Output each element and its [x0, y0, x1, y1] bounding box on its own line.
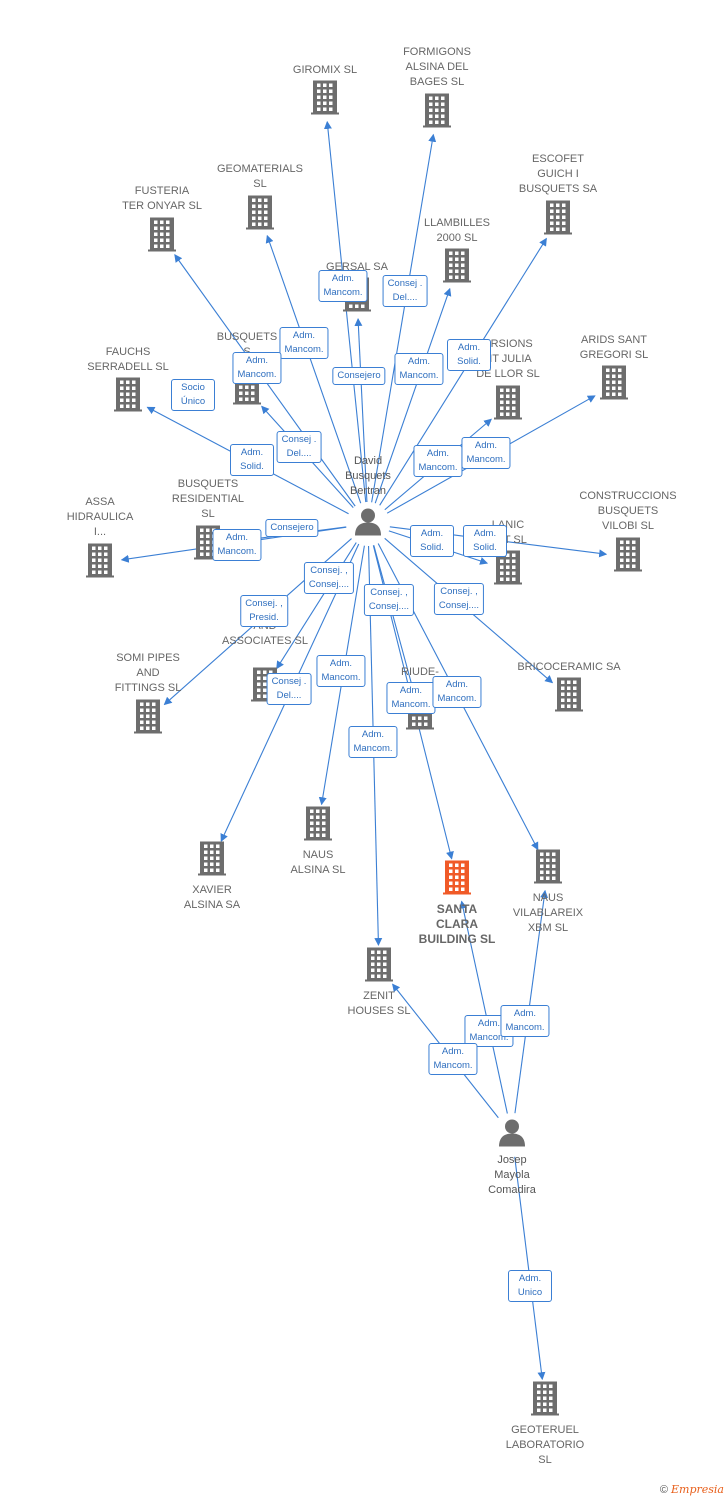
role-badge: Adm. Solid.	[447, 339, 491, 371]
company-label[interactable]: LLAMBILLES 2000 SL	[423, 217, 491, 244]
role-badge: Adm. Mancom.	[318, 270, 368, 302]
building-icon[interactable]	[114, 377, 142, 417]
person-icon[interactable]	[354, 508, 382, 541]
role-badge: Adm. Mancom.	[413, 445, 463, 477]
building-icon[interactable]	[423, 93, 451, 133]
edge-david-riude	[373, 545, 417, 695]
company-label[interactable]: BRICOCERAMIC SA	[517, 661, 621, 673]
building-icon[interactable]	[311, 80, 339, 120]
brand-logo-text[interactable]: Empresia	[671, 1483, 724, 1496]
company-label[interactable]: SOMI PIPES AND FITTINGS SL	[114, 652, 182, 694]
role-badge: Consej. , Presid.	[240, 595, 288, 627]
role-badge: Consej . Del....	[266, 673, 312, 705]
role-badge: Adm. Mancom.	[500, 1005, 550, 1037]
building-icon[interactable]	[365, 947, 393, 987]
role-badge: Adm. Mancom.	[428, 1043, 478, 1075]
role-badge: Adm. Mancom.	[348, 726, 398, 758]
person-icon[interactable]	[498, 1119, 526, 1152]
company-label[interactable]: ERSIONS NT JULIA DE LLOR SL	[476, 338, 540, 380]
role-badge: Adm. Mancom.	[212, 529, 262, 561]
role-badge: Adm. Mancom.	[279, 327, 329, 359]
company-label[interactable]: GEOMATERIALS SL	[217, 163, 303, 190]
company-label[interactable]: FUSTERIA TER ONYAR SL	[122, 185, 202, 212]
footer-credit: © Empresia	[660, 1483, 724, 1496]
role-badge: Consej. , Consej....	[433, 583, 485, 615]
building-icon[interactable]	[134, 699, 162, 739]
company-label[interactable]: ESCOFET GUICH I BUSQUETS SA	[518, 153, 598, 195]
company-label[interactable]: BUSQUETS RESIDENTIAL SL	[171, 478, 245, 520]
building-icon[interactable]	[304, 806, 332, 846]
role-badge: Adm. Solid.	[410, 525, 454, 557]
company-label[interactable]: XAVIER ALSINA SA	[183, 884, 241, 911]
person-label[interactable]: David Busquets Bertran	[345, 455, 391, 497]
role-badge: Adm. Mancom.	[461, 437, 511, 469]
edge-josep-geoteruel	[514, 1156, 546, 1381]
building-icon[interactable]	[494, 385, 522, 425]
company-label[interactable]: CONSTRUCCIONS BUSQUETS VILOBI SL	[579, 490, 677, 532]
building-icon[interactable]	[534, 849, 562, 889]
edge-david-formigons	[371, 133, 437, 503]
building-icon[interactable]	[600, 365, 628, 405]
edge-josep-santa_clara	[459, 900, 508, 1114]
edge-david-escofet	[379, 237, 547, 506]
building-icon[interactable]	[246, 195, 274, 235]
role-badge: Socio Único	[171, 379, 215, 411]
company-label[interactable]: GIROMIX SL	[292, 64, 358, 76]
building-icon[interactable]	[443, 248, 471, 288]
role-badge: Adm. Solid.	[463, 525, 507, 557]
highlighted-building-icon[interactable]	[443, 860, 471, 900]
building-icon[interactable]	[198, 841, 226, 881]
role-badge: Adm. Solid.	[230, 444, 274, 476]
role-badge: Adm. Mancom.	[432, 676, 482, 708]
role-badge: Consejero	[332, 367, 386, 385]
company-label[interactable]: RIUDE-	[401, 666, 439, 678]
copyright-symbol: ©	[659, 1484, 668, 1496]
building-icon[interactable]	[531, 1381, 559, 1421]
edge-david-llambilles	[374, 287, 452, 504]
role-badge: Adm. Mancom.	[394, 353, 444, 385]
company-label[interactable]: ZENIT HOUSES SL	[347, 990, 411, 1017]
role-badge: Adm. Mancom.	[232, 352, 282, 384]
edge-josep-naus_vila	[514, 889, 549, 1114]
building-icon[interactable]	[614, 537, 642, 577]
role-badge: Consej . Del....	[276, 431, 322, 463]
company-label[interactable]: FORMIGONS ALSINA DEL BAGES SL	[403, 46, 471, 88]
building-icon[interactable]	[544, 200, 572, 240]
company-label[interactable]: NAUS ALSINA SL	[290, 849, 346, 876]
role-badge: Consejero	[265, 519, 319, 537]
company-label[interactable]: SANTA CLARA BUILDING SL	[418, 902, 496, 946]
edge-david-gersal	[354, 317, 368, 503]
company-label[interactable]: NAUS VILABLAREIX XBM SL	[512, 892, 584, 934]
edge-david-geomaterials	[265, 234, 362, 504]
company-label[interactable]: ASSA HIDRAULICA I...	[66, 496, 134, 538]
building-icon[interactable]	[555, 677, 583, 717]
role-badge: Consej. , Consej....	[303, 562, 355, 594]
company-label[interactable]: GEOTERUEL LABORATORIO SL	[505, 1424, 585, 1466]
edge-david-giromix	[323, 120, 367, 503]
role-badge: Consej . Del....	[382, 275, 428, 307]
person-label[interactable]: Josep Mayola Comadira	[488, 1154, 536, 1196]
role-badge: Adm. Mancom.	[316, 655, 366, 687]
role-badge: Adm. Unico	[508, 1270, 552, 1302]
role-badge: Adm. Mancom.	[386, 682, 436, 714]
role-badge: Consej. , Consej....	[363, 584, 415, 616]
building-icon[interactable]	[86, 543, 114, 583]
company-label[interactable]: FAUCHS SERRADELL SL	[87, 346, 169, 373]
company-label[interactable]: ARIDS SANT GREGORI SL	[579, 334, 649, 361]
building-icon[interactable]	[148, 217, 176, 257]
